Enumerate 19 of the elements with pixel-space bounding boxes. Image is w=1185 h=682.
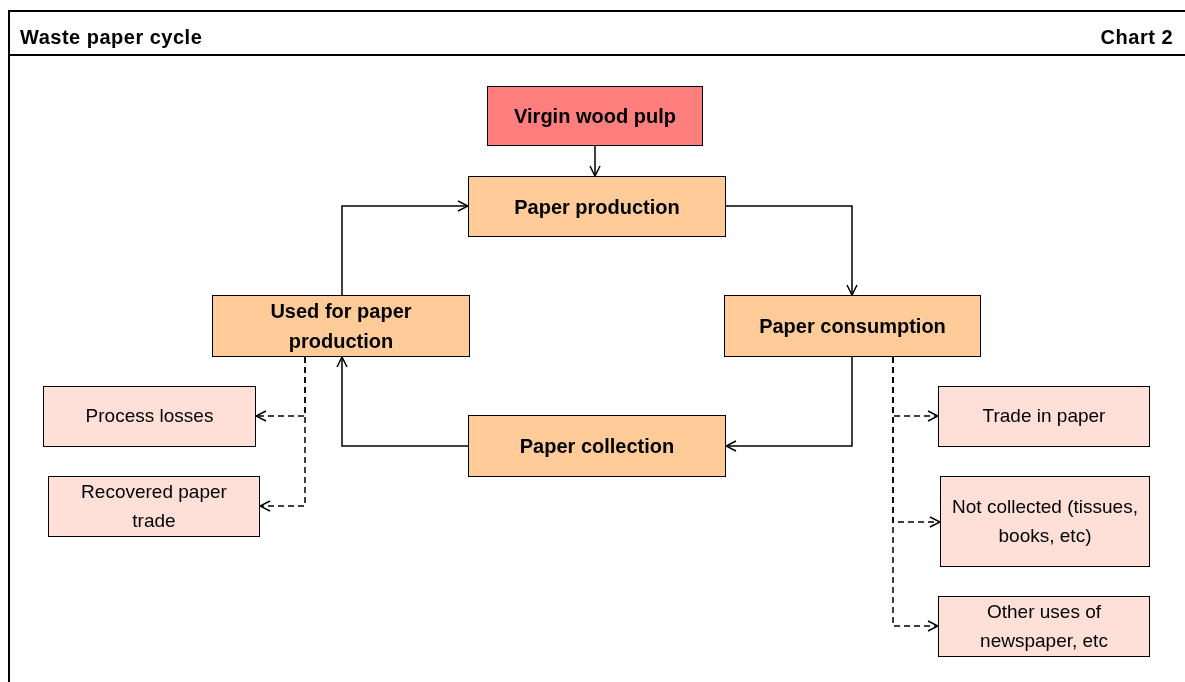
process-box: Paper collection [468,415,726,477]
process-box: Used for paper production [212,295,470,357]
chart-title: Waste paper cycle [20,26,203,49]
dashed-arrow [892,356,939,632]
process-box: Trade in paper [938,386,1150,447]
process-box: Not collected (tissues, books, etc) [940,476,1150,567]
process-box: Other uses of newspaper, etc [938,596,1150,657]
process-box: Recovered paper trade [48,476,260,537]
process-box: Process losses [43,386,256,447]
process-box: Paper production [468,176,726,237]
arrow [341,200,469,296]
process-box: Virgin wood pulp [487,86,703,146]
arrow [725,205,858,296]
process-box: Paper consumption [724,295,981,357]
arrow [336,356,469,447]
arrow [589,145,601,177]
arrow [725,356,853,452]
dashed-arrow [259,356,306,512]
chart-number: Chart 2 [1100,26,1173,49]
